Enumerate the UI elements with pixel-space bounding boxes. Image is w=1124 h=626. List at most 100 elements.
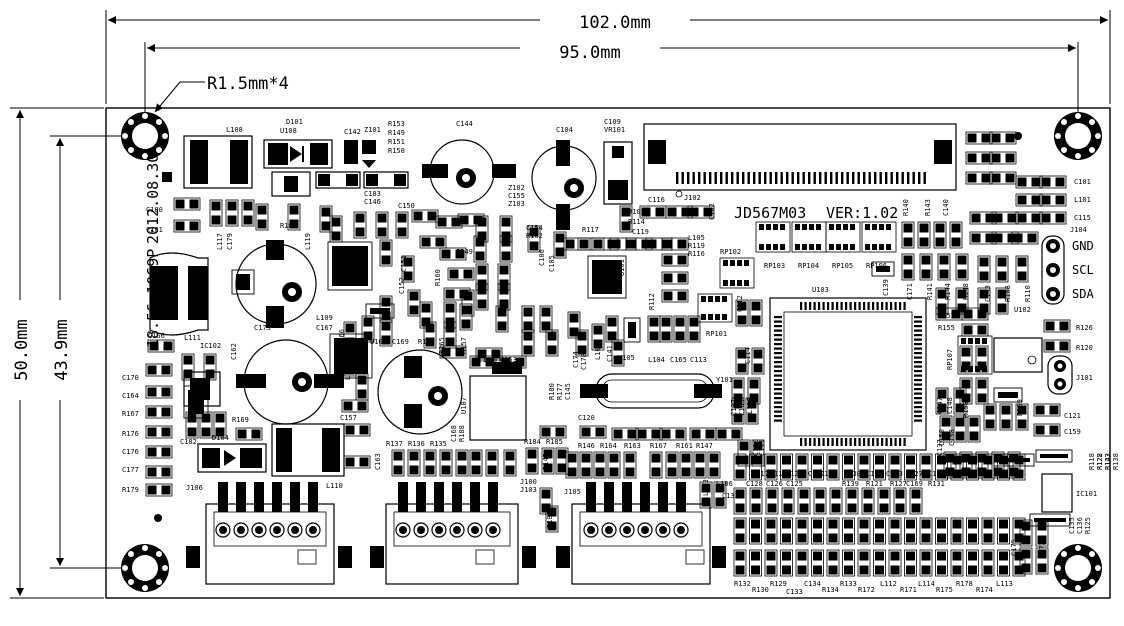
smd-component: [1033, 423, 1061, 437]
smd-ic: [1029, 513, 1071, 527]
component-label: R169: [232, 416, 249, 424]
smd-component: [953, 387, 967, 415]
component-label: R125: [1084, 517, 1092, 534]
inductor-l110: L110: [271, 423, 345, 490]
svg-text:Z101: Z101: [364, 126, 381, 134]
component-label: R130: [752, 586, 769, 594]
component-label: R146: [578, 442, 595, 450]
svg-text:C162: C162: [230, 343, 238, 360]
component-label: RP103: [764, 262, 785, 270]
smd-component: [145, 425, 173, 439]
smd-ic: [365, 303, 395, 319]
component-label: L106: [716, 480, 733, 488]
component-label: R141: [926, 283, 934, 300]
component-label: R182: [280, 222, 297, 230]
component-label: R171: [900, 586, 917, 594]
component-label: R133: [840, 580, 857, 588]
component-label: C149: [456, 248, 473, 256]
smd-component: [693, 451, 707, 479]
component-label: L114: [918, 580, 935, 588]
component-label: R139: [842, 480, 859, 488]
smd-component: [225, 199, 239, 227]
smd-component: [935, 387, 949, 415]
smd-component: [857, 453, 871, 481]
smd-component: [1019, 547, 1033, 575]
component-label: C113: [690, 356, 707, 364]
smd-component: [967, 415, 981, 443]
smd-component: [1043, 319, 1071, 333]
component-label: R178: [956, 580, 973, 588]
component-label: L117: [216, 233, 224, 250]
connector-j105: J105: [556, 482, 726, 585]
smd-component: [1011, 231, 1039, 245]
component-label: C170: [122, 374, 139, 382]
component-label: R188: [458, 425, 466, 442]
svg-text:J105: J105: [564, 488, 581, 496]
resistor-pack: [697, 293, 733, 323]
svg-text:C169: C169: [392, 338, 409, 346]
smd-component: [780, 517, 793, 545]
component-label: C106: [538, 249, 546, 266]
component-label: C116: [648, 196, 665, 204]
resistor-pack: [825, 221, 861, 253]
svg-text:U107: U107: [460, 397, 468, 414]
component-label: C139: [882, 279, 890, 296]
component-label: C136: [1076, 517, 1084, 534]
smd-component: [469, 449, 483, 477]
smd-component: [455, 449, 469, 477]
smd-component: [845, 487, 859, 515]
resistor-pack: [957, 335, 993, 375]
smd-component: [1015, 175, 1043, 189]
hole-radius-label: R1.5mm*4: [207, 74, 289, 94]
smd-component: [1015, 211, 1043, 225]
smd-component: [749, 487, 763, 515]
smd-component: [1033, 403, 1061, 417]
resistor-pack: [719, 257, 755, 289]
component-label: C158: [948, 429, 956, 446]
smd-component: [541, 447, 555, 475]
smd-component: [469, 355, 497, 369]
smd-component: [939, 415, 953, 443]
smd-component: [811, 453, 824, 481]
dimension-lines: 102.0mm 95.0mm R1.5mm*4 50.0mm 43.9mm: [9, 10, 1111, 599]
smd-component: [525, 447, 539, 475]
smd-component: [888, 453, 902, 481]
component-label: RP104: [798, 262, 819, 270]
component-label: L119: [304, 233, 312, 250]
smd-component: [459, 303, 473, 331]
component-label: R134: [822, 586, 839, 594]
smd-component: [811, 549, 824, 577]
smd-component: [950, 453, 964, 481]
smd-component: [904, 453, 917, 481]
ic-ic101: IC101: [1041, 473, 1097, 513]
component-label: C115: [1074, 214, 1091, 222]
smd-component: [1039, 211, 1067, 225]
svg-text:U108: U108: [280, 127, 297, 135]
component-label: R131: [928, 480, 945, 488]
component-label: R138: [1112, 453, 1120, 470]
smd-component: [919, 517, 933, 545]
mounting-hole-top-right: [1054, 112, 1102, 160]
board-model: JD567M03: [734, 204, 806, 222]
diode-d101: D101 U108: [263, 118, 333, 169]
smd-component: [935, 549, 948, 577]
smd-component: [423, 321, 437, 349]
smd-component: [937, 253, 951, 281]
smd-component: [213, 411, 227, 439]
component-label: C159: [1064, 428, 1081, 436]
smd-component: [965, 131, 993, 145]
smd-component: [679, 451, 693, 479]
component-label: C152: [398, 277, 406, 294]
svg-text:J100: J100: [520, 478, 537, 486]
smd-component: [173, 197, 201, 211]
component-label: C178: [580, 353, 588, 370]
smd-component: [591, 323, 605, 351]
smd-component: [935, 453, 948, 481]
component-label: R163: [624, 442, 641, 450]
smd-component: [407, 449, 421, 477]
smd-component: [619, 205, 633, 233]
smd-component: [966, 453, 979, 481]
svg-text:R149: R149: [388, 129, 405, 137]
smd-component: [575, 329, 589, 357]
component-label: R136: [408, 440, 425, 448]
